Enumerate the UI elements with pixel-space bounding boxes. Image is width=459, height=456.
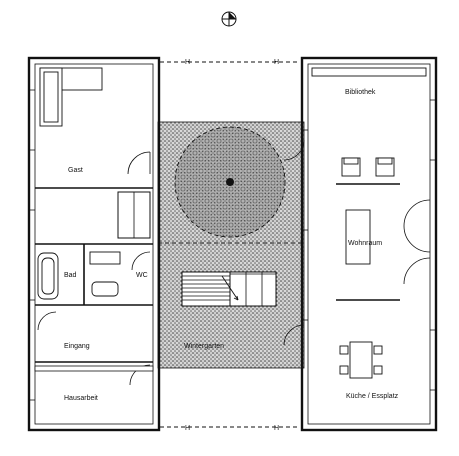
bathtub	[37, 252, 59, 300]
left-wing	[27, 56, 161, 432]
room-label-wintergarten: Wintergarten	[184, 343, 224, 350]
section-marker-bottom: H H	[160, 425, 300, 432]
sofa	[39, 67, 103, 127]
sink	[89, 251, 121, 297]
section-marker-bottom-label: H	[185, 425, 190, 432]
right-wing	[283, 56, 438, 432]
north-arrow-icon	[221, 11, 237, 27]
dining-table	[339, 341, 383, 379]
room-label-wohnraum: Wohnraum	[348, 240, 382, 247]
staircase	[181, 271, 277, 307]
room-label-eingang: Eingang	[64, 343, 90, 350]
round-feature	[174, 126, 286, 238]
section-marker-top-label-right: H	[274, 59, 279, 66]
section-marker-top: H H	[160, 59, 300, 66]
room-label-wc: WC	[136, 272, 148, 279]
room-label-bad: Bad	[64, 272, 77, 279]
room-label-bibliothek: Bibliothek	[345, 89, 376, 96]
room-label-gast: Gast	[68, 167, 83, 174]
room-label-hausarbeit: Hausarbeit	[64, 395, 98, 402]
room-label-kueche: Küche / Essplatz	[346, 393, 399, 400]
section-marker-bottom-label-right: H	[274, 425, 279, 432]
wohnraum-table	[345, 209, 371, 265]
armchairs	[341, 157, 395, 177]
section-marker-top-label: H	[185, 59, 190, 66]
